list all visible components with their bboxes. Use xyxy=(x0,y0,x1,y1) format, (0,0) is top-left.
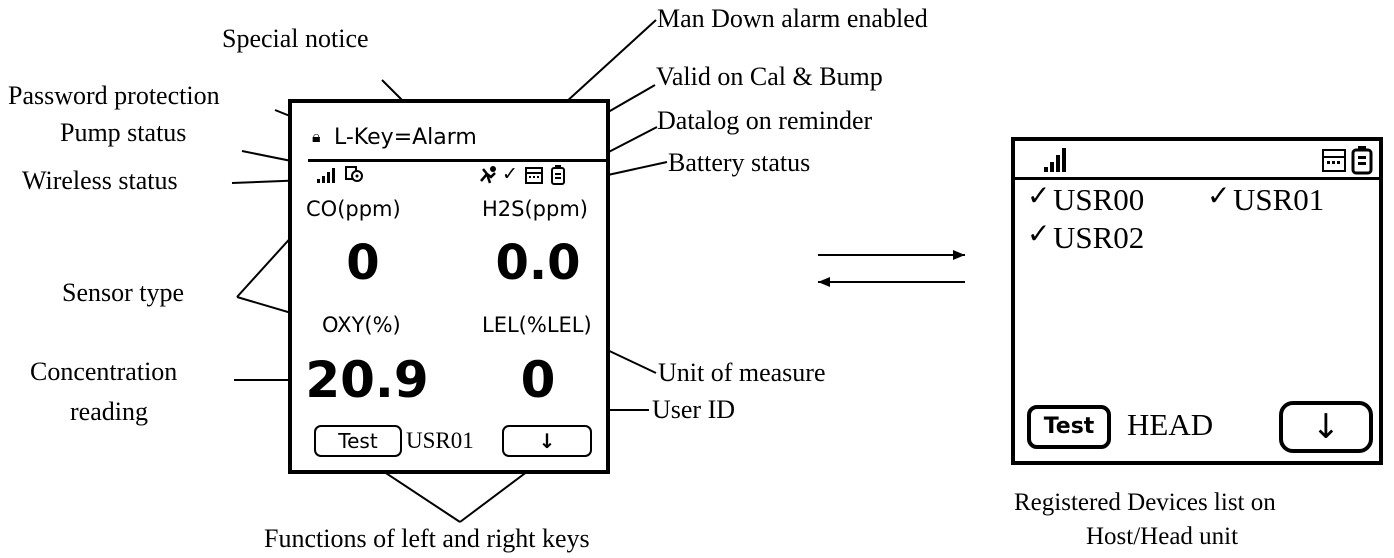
man-down-icon xyxy=(480,166,496,184)
label-man-down: Man Down alarm enabled xyxy=(657,4,928,33)
sensor-type-h2s: H2S(ppm) xyxy=(482,197,588,221)
down-arrow-button[interactable]: ↓ xyxy=(502,425,592,457)
user-item-1: USR01 xyxy=(1233,182,1325,217)
down-arrow-button[interactable]: ↓ xyxy=(1279,401,1373,453)
special-notice-text: L-Key=Alarm xyxy=(334,125,477,150)
check-icon: ✓ xyxy=(1207,181,1231,212)
head-label: HEAD xyxy=(1127,407,1214,442)
user-id-text: USR01 xyxy=(406,428,474,453)
arrow-down-icon: ↓ xyxy=(538,429,556,453)
test-button-label: Test xyxy=(338,429,378,453)
head-unit-screen: ✓ USR00 ✓ USR01 ✓ USR02 Test HEAD ↓ xyxy=(1011,137,1383,465)
label-pump-status: Pump status xyxy=(60,118,187,147)
label-user-id: User ID xyxy=(652,395,736,424)
reading-co: 0 xyxy=(346,235,380,291)
sensor-type-lel: LEL(%LEL) xyxy=(482,313,592,337)
calendar-icon xyxy=(525,167,543,184)
device-screen: 🔒︎ L-Key=Alarm ✓ CO(ppm) H2S(ppm) 0 0.0 … xyxy=(288,99,610,474)
reading-lel: 0 xyxy=(520,351,556,409)
header-divider xyxy=(1015,177,1379,180)
test-button-label: Test xyxy=(1043,414,1095,439)
caption-line-1: Registered Devices list on xyxy=(1014,489,1276,516)
battery-icon xyxy=(551,165,565,185)
label-wireless-status: Wireless status xyxy=(22,166,178,195)
caption-line-2: Host/Head unit xyxy=(1086,523,1239,550)
check-icon: ✓ xyxy=(1027,181,1051,212)
label-password-protection: Password protection xyxy=(8,81,220,110)
sensor-type-oxy: OXY(%) xyxy=(322,313,401,337)
signal-icon xyxy=(1044,148,1066,172)
label-unit-of-measure: Unit of measure xyxy=(658,358,826,387)
sensor-type-co: CO(ppm) xyxy=(306,197,401,221)
label-valid-cal: Valid on Cal & Bump xyxy=(656,62,883,91)
header-divider xyxy=(308,159,606,162)
pump-icon xyxy=(345,166,363,182)
test-button[interactable]: Test xyxy=(1027,405,1111,449)
label-datalog: Datalog on reminder xyxy=(657,106,873,135)
label-special-notice: Special notice xyxy=(222,24,369,53)
check-icon: ✓ xyxy=(502,163,518,185)
signal-icon xyxy=(317,168,335,183)
arrow-down-icon: ↓ xyxy=(1311,407,1341,447)
test-button[interactable]: Test xyxy=(314,425,402,457)
reading-oxy: 20.9 xyxy=(305,351,429,409)
label-functions-keys: Functions of left and right keys xyxy=(264,524,590,553)
check-icon: ✓ xyxy=(1027,219,1051,250)
battery-icon xyxy=(1351,146,1373,175)
user-item-0: USR00 xyxy=(1053,182,1145,217)
label-concentration-reading: reading xyxy=(70,397,148,426)
user-item-2: USR02 xyxy=(1053,220,1145,255)
calendar-icon xyxy=(1322,149,1346,172)
label-concentration: Concentration xyxy=(30,357,178,386)
lock-icon: 🔒︎ xyxy=(312,127,321,146)
reading-h2s: 0.0 xyxy=(495,235,581,291)
label-battery-status: Battery status xyxy=(668,148,811,177)
label-sensor-type: Sensor type xyxy=(62,278,185,307)
